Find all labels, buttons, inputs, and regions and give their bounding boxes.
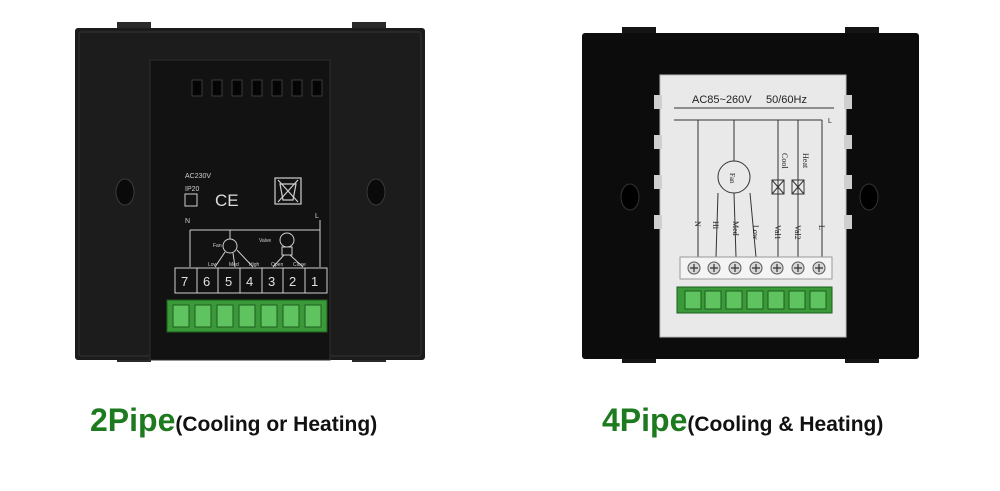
four-pipe-caption: 4Pipe(Cooling & Heating) (602, 402, 883, 439)
med-label: Med (229, 262, 239, 268)
wiring-diagram (674, 107, 834, 258)
terminal-number: 1 (311, 274, 318, 289)
terminal-number: 5 (225, 274, 232, 289)
heat-label: Heat (801, 153, 810, 169)
four-pipe-subtitle: (Cooling & Heating) (687, 413, 884, 436)
two-pipe-thermostat-back: AC230V IP20 CE N L Fan Valve Low Med Hig… (75, 22, 425, 362)
two-pipe-subtitle: (Cooling or Heating) (175, 413, 378, 436)
voltage-label: AC85~260V (692, 94, 752, 106)
terminal-label: L (817, 225, 826, 230)
terminal-number: 2 (289, 274, 296, 289)
terminal-number-row (174, 267, 328, 294)
terminal-label: Hi (711, 221, 720, 230)
close-label: Close (293, 262, 306, 268)
four-pipe-title: 4Pipe (602, 402, 688, 438)
screw-hole (859, 183, 879, 211)
low-label: Low (208, 262, 218, 268)
terminal-number: 6 (203, 274, 210, 289)
terminal-label: N (693, 221, 702, 227)
double-insulation-icon (184, 193, 198, 207)
ip-rating-label: IP20 (185, 186, 200, 193)
cool-label: Cool (780, 153, 789, 169)
neutral-label: N (185, 218, 190, 225)
screw-hole (620, 183, 640, 211)
terminal-label: Val1 (773, 225, 782, 240)
live-label: L (315, 213, 319, 220)
ce-mark: CE (215, 191, 239, 210)
weee-bin-icon (274, 177, 302, 205)
voltage-label: AC230V (185, 173, 211, 180)
terminal-number: 4 (246, 274, 253, 289)
terminal-label: Val2 (793, 225, 802, 240)
high-label: High (249, 262, 260, 268)
terminal-block (166, 299, 328, 333)
two-pipe-title: 2Pipe (90, 402, 176, 438)
terminal-number: 7 (181, 274, 188, 289)
housing-notches (654, 95, 852, 229)
fan-label: Fan (213, 243, 222, 249)
vent-slots (191, 79, 323, 97)
screw-hole (366, 178, 386, 206)
valve-label: Valve (259, 238, 271, 244)
fan-label: Fan (728, 173, 736, 184)
screw-terminal-row (679, 256, 833, 280)
terminal-number: 3 (268, 274, 275, 289)
terminal-block (676, 286, 833, 314)
frequency-label: 50/60Hz (766, 94, 807, 106)
four-pipe-thermostat-back: AC85~260V 50/60Hz Fan Cool Heat L N Hi M… (582, 27, 919, 363)
open-label: Open (271, 262, 283, 268)
wiring-diagram (189, 220, 321, 268)
screw-hole (115, 178, 135, 206)
live-label: L (828, 118, 832, 125)
terminal-label: Low (751, 225, 760, 240)
two-pipe-caption: 2Pipe(Cooling or Heating) (90, 402, 377, 439)
terminal-label: Med (731, 221, 740, 236)
